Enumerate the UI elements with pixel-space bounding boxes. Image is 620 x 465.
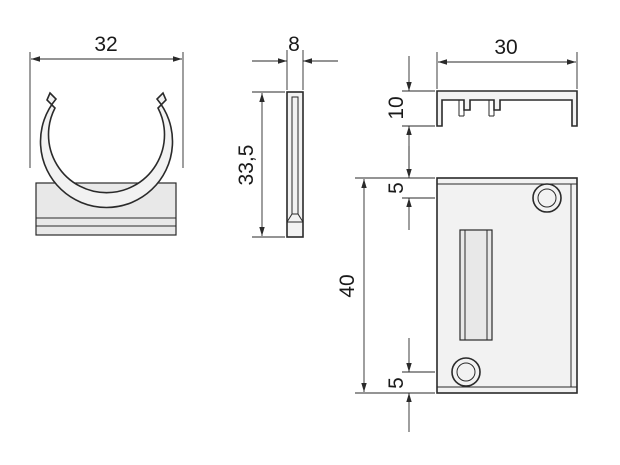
profile-body bbox=[286, 91, 304, 238]
clip-side-view: 8 33,5 bbox=[235, 33, 338, 238]
dim-plate-width: 30 bbox=[494, 36, 517, 59]
plate-front-view: 40 5 5 bbox=[336, 146, 578, 432]
mounting-hole-bottom bbox=[451, 357, 481, 387]
dim-hole-offset-bottom: 5 bbox=[385, 377, 408, 389]
dim-top-view-height: 10 bbox=[385, 96, 408, 119]
clip-base bbox=[35, 182, 177, 236]
dim-profile-height: 33,5 bbox=[235, 145, 258, 186]
plate-top-view: 30 10 bbox=[385, 36, 578, 170]
clip-ring bbox=[39, 91, 174, 209]
plate-top-profile bbox=[436, 90, 578, 127]
dim-plate-length: 40 bbox=[336, 274, 359, 297]
mounting-hole-top bbox=[532, 183, 562, 213]
dim-clip-width: 32 bbox=[94, 33, 117, 56]
dim-profile-thickness: 8 bbox=[288, 33, 300, 56]
clip-front-view: 32 bbox=[29, 33, 184, 236]
dim-hole-offset-top: 5 bbox=[385, 182, 408, 194]
